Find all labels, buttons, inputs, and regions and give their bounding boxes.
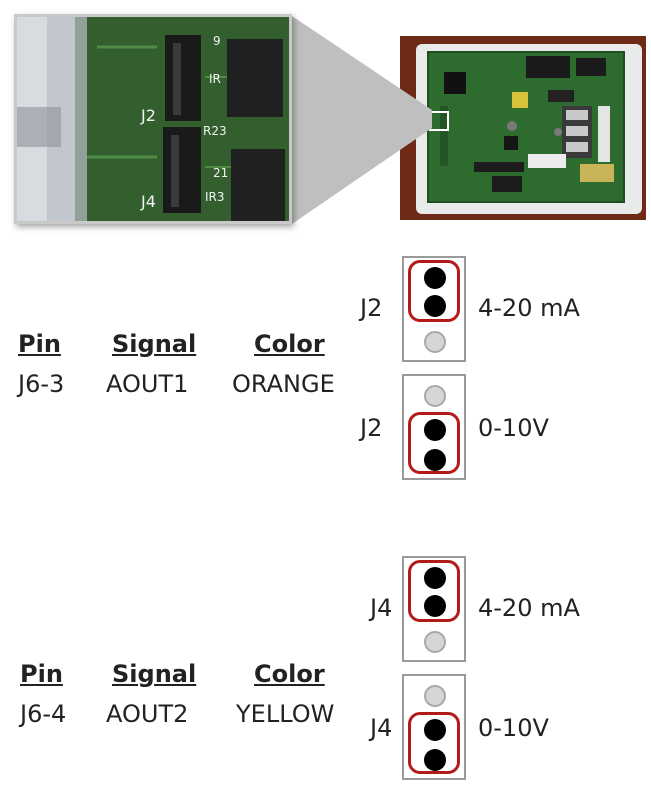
jumper-value: 0-10V [478, 714, 549, 742]
board-photo-graphic [400, 36, 646, 220]
pin-active [424, 449, 446, 471]
silk-label-ir: IR [209, 72, 221, 86]
jumper-label: J2 [360, 414, 383, 442]
silk-label-9: 9 [213, 34, 221, 48]
jumper-value: 4-20 mA [478, 294, 580, 322]
cell-signal: AOUT2 [106, 700, 189, 728]
pin-inactive [424, 631, 446, 653]
header-signal: Signal [112, 660, 197, 688]
pin-active [424, 267, 446, 289]
jumper-label: J4 [370, 594, 393, 622]
header-pin: Pin [20, 660, 63, 688]
pin-active [424, 567, 446, 589]
silk-label-j4: J4 [140, 192, 156, 211]
jumper-label: J4 [370, 714, 393, 742]
jumper-selection-outline [408, 560, 460, 622]
silk-label-21: 21 [213, 166, 228, 180]
pin-active [424, 719, 446, 741]
cell-color: ORANGE [232, 370, 335, 398]
pin-inactive [424, 685, 446, 707]
jumper-selection-outline [408, 260, 460, 322]
pin-active [424, 595, 446, 617]
header-color: Color [254, 660, 325, 688]
cell-color: YELLOW [236, 700, 335, 728]
pin-active [424, 419, 446, 441]
jumper-selection-outline [408, 712, 460, 774]
header-signal: Signal [112, 330, 197, 358]
header-color: Color [254, 330, 325, 358]
pin-active [424, 295, 446, 317]
cell-pin: J6-3 [18, 370, 65, 398]
jumper-header [402, 256, 466, 362]
pin-inactive [424, 331, 446, 353]
pin-active [424, 749, 446, 771]
zoomed-connector-photo: J2 J4 R23 21 IR3 9 IR [14, 14, 292, 224]
jumper-value: 0-10V [478, 414, 549, 442]
silk-label-ir3: IR3 [205, 190, 225, 204]
jumper-header [402, 374, 466, 480]
jumper-label: J2 [360, 294, 383, 322]
silk-label-j2: J2 [140, 106, 156, 125]
board-photo [400, 36, 646, 220]
jumper-selection-outline [408, 412, 460, 474]
silk-label-r23: R23 [203, 124, 227, 138]
cell-signal: AOUT1 [106, 370, 189, 398]
pin-inactive [424, 385, 446, 407]
jumper-value: 4-20 mA [478, 594, 580, 622]
zoomed-connector-graphic: J2 J4 R23 21 IR3 9 IR [17, 17, 289, 221]
cell-pin: J6-4 [20, 700, 67, 728]
callout-wedge [292, 16, 432, 224]
jumper-header [402, 674, 466, 780]
jumper-header [402, 556, 466, 662]
header-pin: Pin [18, 330, 61, 358]
